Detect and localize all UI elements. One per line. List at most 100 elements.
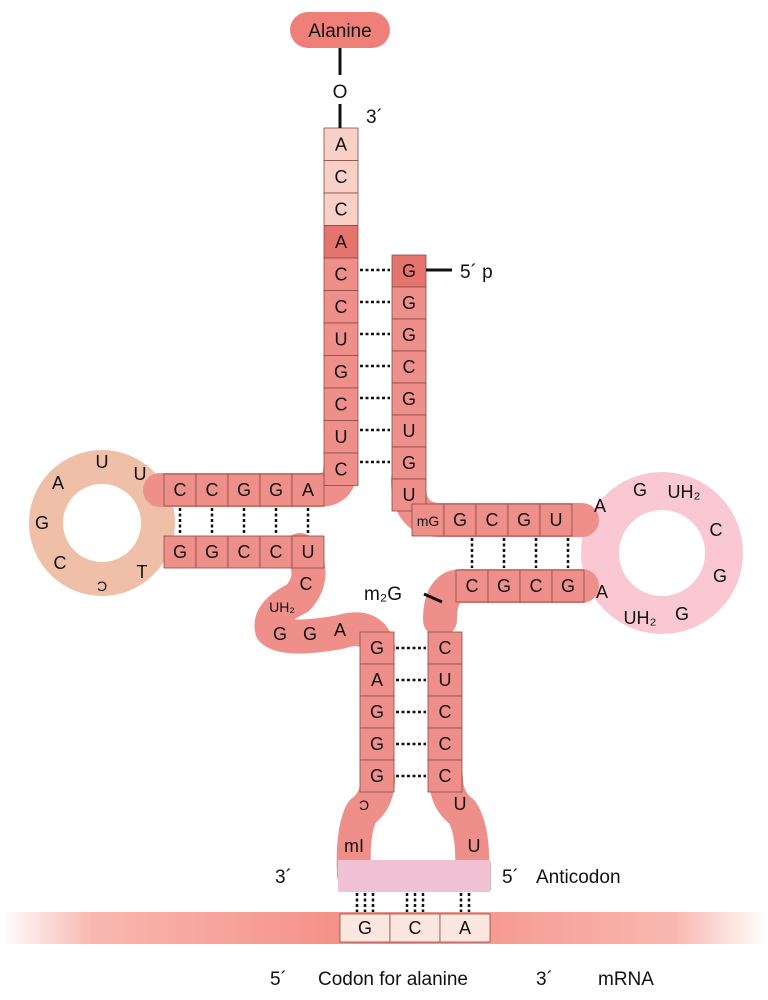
anticodon-right-base: C <box>439 734 452 754</box>
d-loop-base: G <box>35 513 49 533</box>
t-top-base: U <box>550 510 563 530</box>
codon-base: G <box>358 918 372 938</box>
t-bottom-base-cell <box>519 569 553 603</box>
d-top-base: C <box>206 480 219 500</box>
anticodon-title: Anticodon <box>536 867 621 888</box>
anticodon-left-base: G <box>370 734 384 754</box>
anticodon-3prime-label: 3´ <box>275 867 292 888</box>
acceptor-right-base: G <box>402 389 416 409</box>
acceptor-left-base-cell <box>323 322 359 356</box>
anticodon-right-base: C <box>439 702 452 722</box>
acceptor-left-base-cell <box>323 225 359 259</box>
acceptor-right-base-cell <box>391 350 427 384</box>
anticodon-box <box>338 860 490 892</box>
acceptor-right-base: G <box>402 453 416 473</box>
anticodon-left-base: G <box>370 766 384 786</box>
d-top-base-cell <box>291 473 325 507</box>
t-loop-base: UH₂ <box>668 482 701 502</box>
t-top-base: G <box>453 510 467 530</box>
anticodon-left-base: A <box>371 670 383 690</box>
acceptor-right-base-cell <box>391 446 427 480</box>
anticodon-right-base-cell <box>427 727 463 761</box>
t-bottom-base-cell <box>455 569 489 603</box>
d-bottom-base-cell <box>291 535 325 569</box>
t-loop-base: G <box>633 480 647 500</box>
acceptor-right-base-cell <box>391 318 427 352</box>
t-top-base: C <box>486 510 499 530</box>
d-loop-base: U <box>96 452 109 472</box>
codon-caption: Codon for alanine <box>318 969 468 990</box>
anticodon-right-base-cell <box>427 631 463 665</box>
codon-3prime-label: 3´ <box>536 969 553 990</box>
d-loop-base: A <box>52 473 64 493</box>
acceptor-right-base-cell <box>391 286 427 320</box>
d-bottom-base-cell <box>227 535 261 569</box>
t-bottom-base: G <box>561 576 575 596</box>
t-bottom-base-cell <box>487 569 521 603</box>
acceptor-left-base: A <box>335 232 347 252</box>
acceptor-left-base-cell <box>323 257 359 291</box>
d-bottom-base-cell <box>163 535 197 569</box>
anticodon-left-base-cell <box>359 663 395 697</box>
acceptor-left-base: A <box>335 134 347 154</box>
t-loop-base: A <box>594 496 606 516</box>
d-bottom-base: C <box>270 542 283 562</box>
acceptor-left-base: C <box>335 459 348 479</box>
acceptor-left-base: U <box>335 329 348 349</box>
t-bottom-base: C <box>466 576 479 596</box>
variable-base: A <box>334 620 346 640</box>
acceptor-right-base: C <box>403 357 416 377</box>
t-top-base: G <box>517 510 531 530</box>
d-loop-ring <box>29 450 175 596</box>
acceptor-left-base-cell <box>323 387 359 421</box>
anticodon-left-base-cell <box>359 631 395 665</box>
acceptor-left-base: U <box>335 427 348 447</box>
anticodon-left-base-cell <box>359 727 395 761</box>
variable-region <box>254 533 395 665</box>
t-top-base: mG <box>417 513 440 529</box>
codon-5prime-label: 5´ <box>270 969 287 990</box>
mrna-label: mRNA <box>598 969 654 990</box>
d-top-base: G <box>237 480 251 500</box>
acceptor-right-base: U <box>403 421 416 441</box>
t-bottom-base: G <box>497 576 511 596</box>
acceptor-left-base-cell <box>323 160 359 194</box>
t-loop-base: UH₂ <box>624 608 657 628</box>
anticodon-left-base: G <box>370 702 384 722</box>
anticodon-right-base-cell <box>427 695 463 729</box>
variable-base: UH₂ <box>269 599 295 615</box>
acceptor-left-base-cell <box>323 452 359 486</box>
acceptor-right-base-cell <box>391 382 427 416</box>
acceptor-right-base: U <box>403 485 416 505</box>
d-top-base-cell <box>259 473 293 507</box>
anticodon-loop-left-base: Ɔ <box>359 797 369 813</box>
acceptor-3prime-label: 3´ <box>366 107 383 128</box>
codon-base-cell <box>339 913 391 943</box>
d-bottom-base: U <box>302 542 315 562</box>
acceptor-left-base: G <box>334 362 348 382</box>
anticodon-right-base: U <box>439 670 452 690</box>
codon-base-cell <box>389 913 441 943</box>
anticodon-loop-left-base: mI <box>344 836 364 856</box>
anticodon-right-base: C <box>439 766 452 786</box>
d-bottom-base: G <box>205 542 219 562</box>
t-loop-base: C <box>710 520 723 540</box>
t-bottom-base-cell <box>551 569 585 603</box>
acceptor-right-base-cell <box>391 414 427 448</box>
t-loop-base: G <box>675 604 689 624</box>
acceptor-left-base: C <box>335 264 348 284</box>
d-loop-base: T <box>137 562 148 582</box>
acceptor-left-base: C <box>335 297 348 317</box>
d-top-base: C <box>174 480 187 500</box>
d-bottom-base: G <box>173 542 187 562</box>
d-bottom-base-cell <box>195 535 229 569</box>
anticodon-5prime-label: 5´ <box>502 867 519 888</box>
anticodon-left-base-cell <box>359 759 395 793</box>
m2g-label: m₂G <box>364 584 402 605</box>
anticodon-loop-right-base: U <box>454 794 467 814</box>
d-top-base: A <box>302 480 314 500</box>
d-loop-base: Ɔ <box>97 578 107 594</box>
acceptor-left-base: C <box>335 394 348 414</box>
t-loop-base: G <box>713 566 727 586</box>
t-top-base-cell <box>475 503 509 537</box>
